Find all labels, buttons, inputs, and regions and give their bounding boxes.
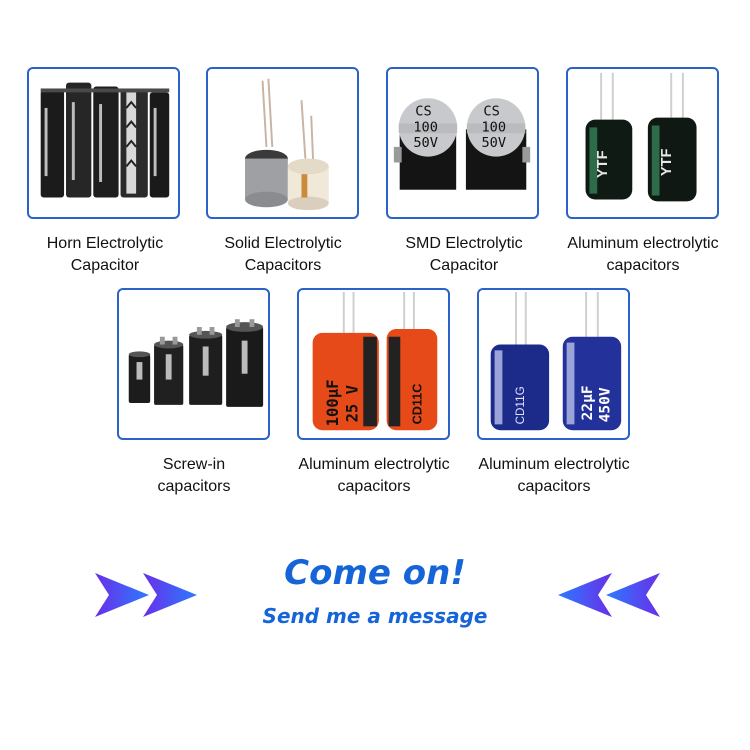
product-card-horn[interactable] [27,67,180,219]
caption-line: SMD Electrolytic [405,235,523,252]
product-card-aluminum-green[interactable]: YTF YTF [566,67,719,219]
caption-line: Horn Electrolytic [46,235,164,252]
caption-line: capacitors [157,478,231,495]
product-caption-aluminum-orange: Aluminum electrolytic capacitors [284,454,464,498]
caption-line: capacitors [606,257,680,274]
smd-capacitor-image: CS 100 50V CS 100 50V [393,98,531,190]
smd-value-text: 100 [413,119,438,135]
smd-brand-text: CS [483,104,499,120]
caption-line: Capacitors [244,257,322,274]
product-card-solid[interactable] [206,67,359,219]
caption-line: Aluminum electrolytic [478,456,630,473]
blue-voltage-text: 450V [596,387,613,422]
smd-value-text: 100 [481,119,506,135]
smd-voltage-text: 50V [413,135,438,151]
smd-voltage-text: 50V [481,135,506,151]
caption-line: Aluminum electrolytic [298,456,450,473]
ytf-brand-text: YTF [595,150,611,178]
product-caption-screw-in: Screw-in capacitors [104,454,284,498]
chevron-left-double-icon [550,573,660,617]
caption-line: Capacitor [70,257,140,274]
aluminum-green-capacitor-image: YTF YTF [585,72,697,202]
cta-title: Come on! [284,553,466,593]
product-caption-horn: Horn Electrolytic Capacitor [15,233,195,277]
caption-line: Solid Electrolytic [224,235,342,252]
blue-value-text: 22µF [579,385,596,420]
caption-line: Screw-in [162,456,226,473]
solid-capacitor-image [245,78,329,211]
caption-line: capacitors [337,478,411,495]
product-card-smd[interactable]: CS 100 50V CS 100 50V [386,67,539,219]
product-caption-aluminum-green: Aluminum electrolytic capacitors [553,233,733,277]
smd-brand-text: CS [415,104,431,120]
orange-series-text: CD11C [411,384,425,425]
caption-line: capacitors [517,478,591,495]
product-card-aluminum-orange[interactable]: 100µF 25 V CD11C [297,288,450,440]
blue-series-text: CD11G [514,386,527,424]
ytf-brand-text: YTF [659,148,675,176]
product-card-aluminum-blue[interactable]: CD11G 22µF 450V [477,288,630,440]
orange-value-text: 100µF [324,379,342,426]
product-caption-aluminum-blue: Aluminum electrolytic capacitors [464,454,644,498]
caption-line: Capacitor [429,257,499,274]
aluminum-blue-capacitor-image: CD11G 22µF 450V [490,291,622,431]
caption-line: Aluminum electrolytic [567,235,719,252]
screw-in-capacitor-image [128,319,264,407]
product-caption-solid: Solid Electrolytic Capacitors [193,233,373,277]
chevron-right-double-icon [95,573,205,617]
orange-voltage-text: 25 V [343,385,361,422]
cta-subtitle[interactable]: Send me a message [262,604,488,628]
horn-capacitor-image [40,82,170,198]
product-caption-smd: SMD Electrolytic Capacitor [374,233,554,277]
aluminum-orange-capacitor-image: 100µF 25 V CD11C [312,291,438,431]
product-card-screw-in[interactable] [117,288,270,440]
